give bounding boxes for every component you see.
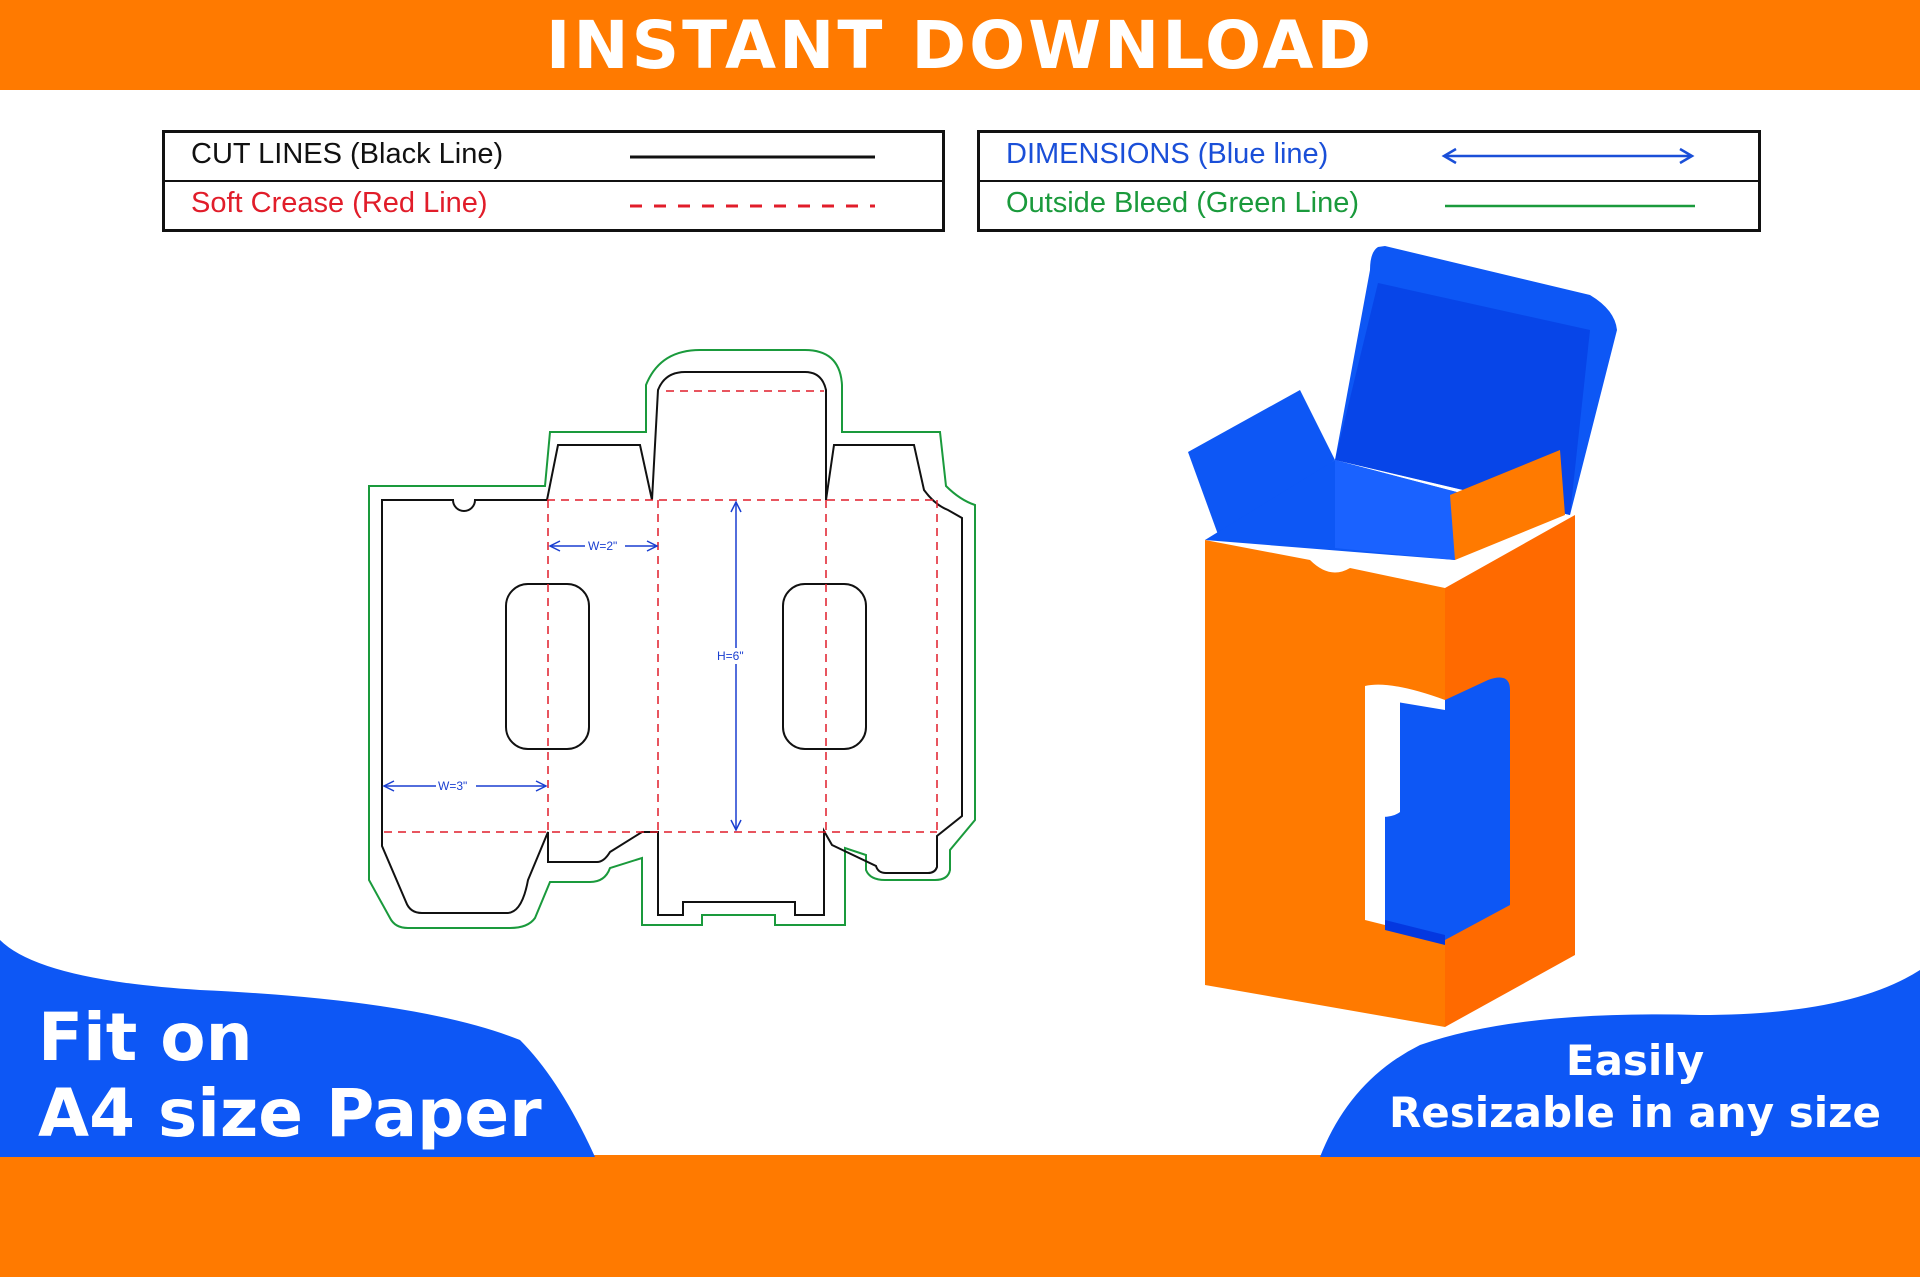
fit-on-a4-badge: Fit on A4 size Paper xyxy=(38,1000,542,1152)
fit-line-1: Fit on xyxy=(38,999,253,1076)
resize-line-1: Easily xyxy=(1565,1036,1705,1085)
dimension-labels: W=2" H=6" W=3" xyxy=(436,539,759,793)
legend-row-outside-bleed: Outside Bleed (Green Line) xyxy=(980,180,1758,229)
crease-lines xyxy=(384,390,938,833)
resizable-badge: Easily Resizable in any size xyxy=(1370,1035,1900,1139)
legend-row-soft-crease: Soft Crease (Red Line) xyxy=(165,180,942,229)
box-window-right xyxy=(1445,677,1510,940)
cut-line-sample xyxy=(630,155,875,159)
dimension-arrow-sample xyxy=(1441,147,1695,165)
window-cutout-right xyxy=(782,583,867,750)
legend-label-cut-lines: CUT LINES (Black Line) xyxy=(191,138,504,170)
dimension-label-w2: W=2" xyxy=(588,539,617,553)
legend-row-cut-lines: CUT LINES (Black Line) xyxy=(165,133,942,180)
box-lid xyxy=(1335,246,1617,515)
legend-label-soft-crease: Soft Crease (Red Line) xyxy=(191,187,488,219)
legend-left: CUT LINES (Black Line) Soft Crease (Red … xyxy=(162,130,945,232)
cut-outline xyxy=(381,371,963,916)
window-cutout-left xyxy=(505,583,590,750)
banner-title: INSTANT DOWNLOAD xyxy=(545,6,1375,84)
legend-label-outside-bleed: Outside Bleed (Green Line) xyxy=(1006,187,1360,219)
resize-line-2: Resizable in any size xyxy=(1388,1088,1882,1137)
box-right-face xyxy=(1445,515,1575,1027)
legend-row-dimensions: DIMENSIONS (Blue line) xyxy=(980,133,1758,180)
box-left-flap xyxy=(1188,390,1335,540)
box-front-face xyxy=(1205,540,1445,1027)
box-window-front xyxy=(1365,684,1445,940)
dimension-label-w3: W=3" xyxy=(438,779,467,793)
fit-line-2: A4 size Paper xyxy=(38,1075,542,1152)
legend-label-dimensions: DIMENSIONS (Blue line) xyxy=(1006,138,1329,170)
legend-right: DIMENSIONS (Blue line) Outside Bleed (Gr… xyxy=(977,130,1761,232)
bleed-outline xyxy=(368,349,976,929)
bottom-bar xyxy=(0,1155,1920,1277)
dimension-lines xyxy=(382,500,742,832)
dimension-label-h6: H=6" xyxy=(717,649,744,663)
top-banner: INSTANT DOWNLOAD xyxy=(0,0,1920,90)
bleed-line-sample xyxy=(1445,204,1695,208)
crease-line-sample xyxy=(630,204,875,208)
